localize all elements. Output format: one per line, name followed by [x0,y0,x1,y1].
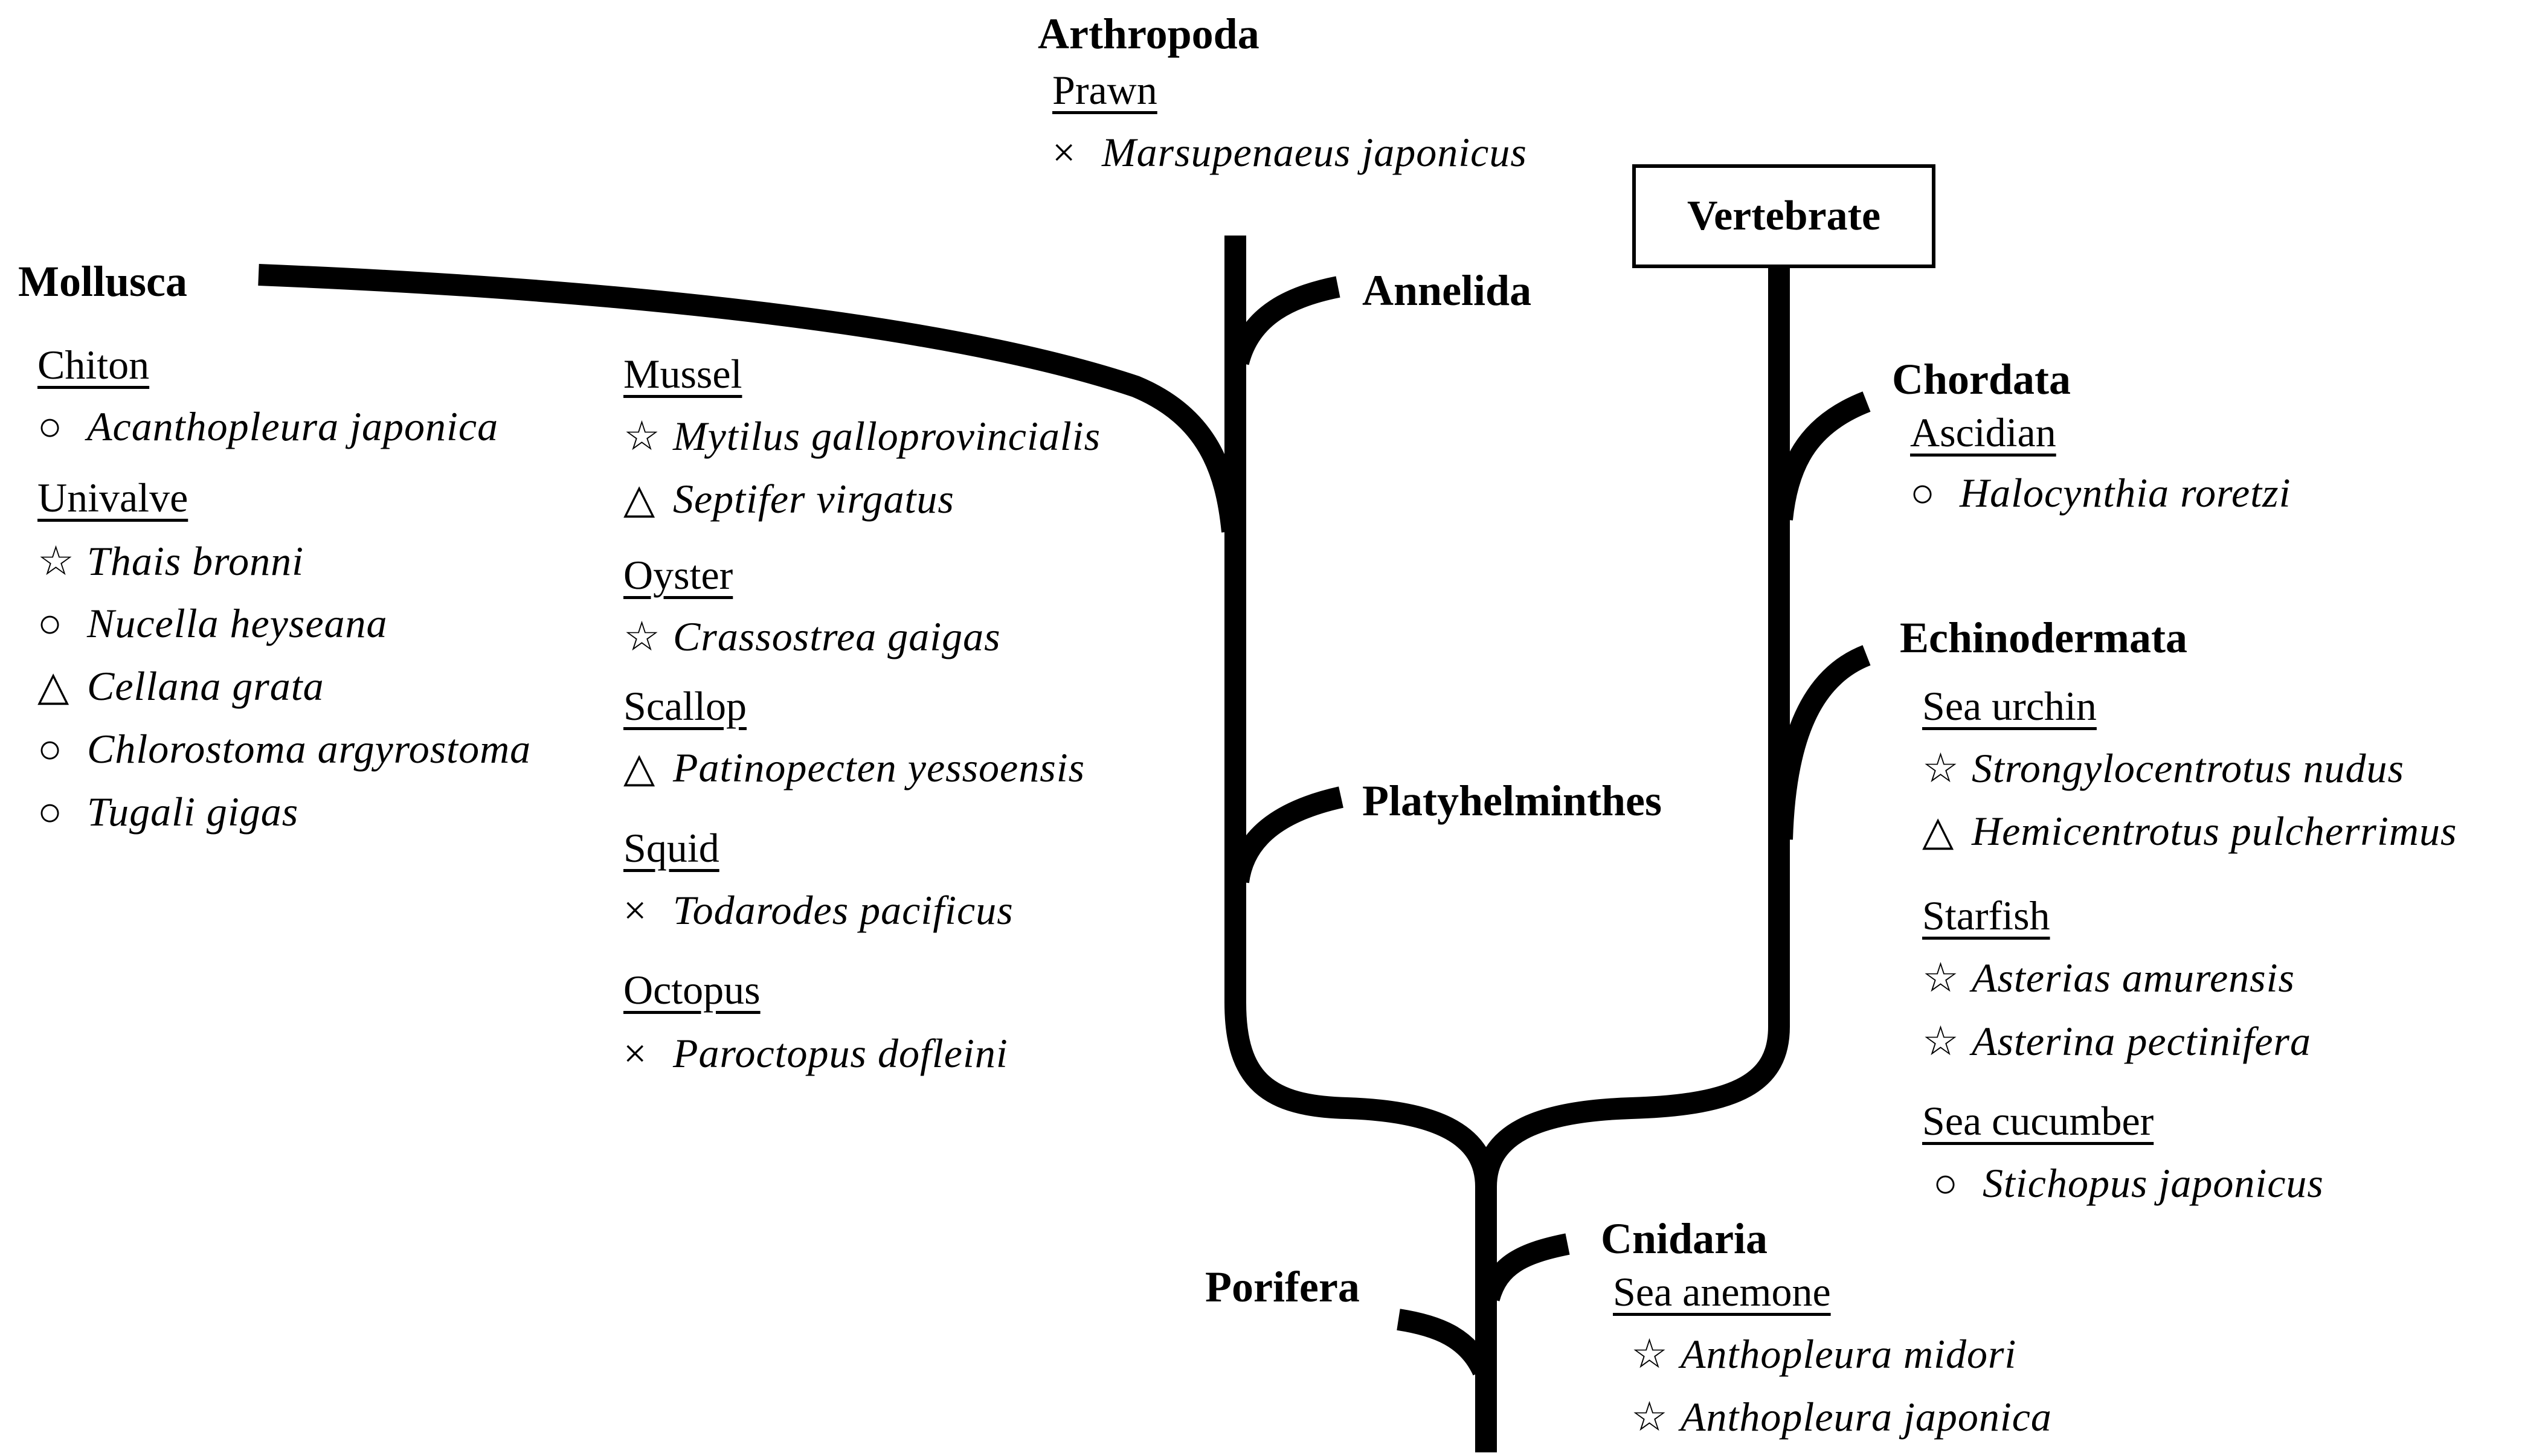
group-scallop: Scallop [623,683,747,729]
group-squid: Squid [623,825,719,871]
phylum-platyhelminthes: Platyhelminthes [1362,777,1662,825]
vertebrate-branch [1475,266,1790,1187]
species-item: ○Tugali gigas [37,789,299,835]
symbol-icon: ○ [37,403,63,449]
symbol-icon: × [1052,129,1076,175]
symbol-icon: △ [1922,808,1955,854]
group-ascidian: Ascidian [1910,409,2056,455]
group-prawn: Prawn [1052,67,1157,113]
species-item: ☆Anthopleura japonica [1631,1394,2052,1440]
species-item: ○Chlorostoma argyrostoma [37,726,532,772]
species-item: ☆Asterina pectinifera [1922,1018,2312,1064]
symbol-icon: ☆ [1922,745,1960,791]
echinodermata-branch [1771,645,1871,840]
phylum-porifera: Porifera [1205,1263,1360,1311]
cnidaria-branch [1478,1233,1570,1302]
symbol-icon: ☆ [623,413,661,459]
tree-fork [1224,236,1497,1187]
species-item: ☆Thais bronni [37,538,304,584]
porifera-branch [1397,1309,1493,1376]
symbol-icon: × [623,887,648,933]
symbol-icon: ☆ [1922,1018,1960,1064]
phylum-chordata: Chordata [1892,355,2071,403]
group-oyster: Oyster [623,552,733,598]
symbol-icon: ☆ [1922,955,1960,1001]
symbol-icon: × [623,1030,648,1076]
phylum-cnidaria: Cnidaria [1601,1214,1768,1263]
species-item: ☆Asterias amurensis [1922,955,2295,1001]
symbol-icon: ○ [37,726,63,772]
symbol-icon: ☆ [1631,1331,1668,1377]
group-univalve: Univalve [37,475,188,521]
vertebrate-box: Vertebrate [1632,164,1935,268]
mollusca-branch [258,264,1243,533]
species-item: ○Nucella heyseana [37,600,388,646]
species-item: △Septifer virgatus [623,476,954,522]
symbol-icon: △ [623,476,656,522]
group-sea-cucumber: Sea cucumber [1922,1098,2154,1144]
group-starfish: Starfish [1922,893,2050,938]
species-item: ☆Crassostrea gaigas [623,614,1001,659]
species-item: ×Todarodes pacificus [623,887,1014,933]
chordata-branch [1771,391,1871,521]
symbol-icon: ☆ [1631,1394,1668,1440]
symbol-icon: ○ [37,789,63,835]
annelida-branch [1227,276,1340,365]
group-sea-anemone: Sea anemone [1613,1269,1831,1315]
symbol-icon: ○ [1910,470,1936,516]
species-item: ☆Strongylocentrotus nudus [1922,745,2404,791]
symbol-icon: ○ [37,600,63,646]
species-item: ×Paroctopus dofleini [623,1030,1008,1076]
species-item: ○Acanthopleura japonica [37,403,499,449]
phylum-echinodermata: Echinodermata [1900,614,2187,662]
species-item: ○Stichopus japonicus [1933,1160,2324,1206]
phylum-mollusca: Mollusca [18,257,187,306]
species-item: ×Marsupenaeus japonicus [1052,129,1527,175]
species-item: ☆Anthopleura midori [1631,1331,2017,1377]
species-item: △Hemicentrotus pulcherrimus [1922,808,2457,854]
phylum-annelida: Annelida [1362,266,1532,315]
symbol-icon: ☆ [623,614,661,659]
species-item: ○Halocynthia roretzi [1910,470,2291,516]
symbol-icon: △ [623,745,656,791]
species-item: ☆Mytilus galloprovincialis [623,413,1101,459]
phylum-vertebrate: Vertebrate [1687,193,1881,239]
group-sea-urchin: Sea urchin [1922,683,2097,729]
symbol-icon: △ [37,663,70,709]
group-chiton: Chiton [37,342,150,388]
group-mussel: Mussel [623,351,742,397]
species-item: △Cellana grata [37,663,324,709]
symbol-icon: ☆ [37,538,75,584]
species-item: △Patinopecten yessoensis [623,745,1086,791]
platyhelminthes-branch [1227,786,1343,884]
symbol-icon: ○ [1933,1160,1959,1206]
group-octopus: Octopus [623,967,761,1013]
phylum-arthropoda: Arthropoda [1038,10,1259,58]
